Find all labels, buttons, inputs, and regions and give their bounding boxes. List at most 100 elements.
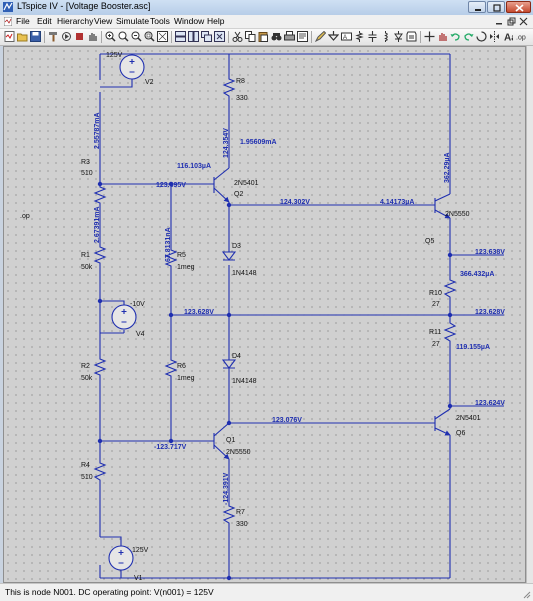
- resistor-r4[interactable]: [93, 459, 107, 484]
- annotation-q5-collector-current: 362.29µA: [444, 153, 451, 184]
- toolbar-separator: [101, 31, 102, 43]
- v4-value-label: -10V: [130, 301, 145, 308]
- resistor-r11[interactable]: [443, 318, 457, 348]
- menu-window[interactable]: Window: [174, 16, 205, 26]
- toolbar-separator: [228, 31, 229, 43]
- resistor-r7[interactable]: [222, 502, 236, 530]
- resize-grip-icon[interactable]: [521, 589, 531, 599]
- r3-name-label: R3: [81, 159, 90, 166]
- resistor-r5[interactable]: [164, 247, 178, 269]
- inductor-icon[interactable]: [380, 31, 391, 42]
- text-icon[interactable]: Aa: [502, 31, 513, 43]
- transistor-q6[interactable]: [434, 408, 450, 435]
- move-hand-icon[interactable]: [424, 31, 435, 42]
- v1-value-label: 125V: [132, 547, 149, 554]
- diode-icon[interactable]: [393, 31, 404, 42]
- op-directive[interactable]: .op: [20, 213, 30, 220]
- zoom-in-icon[interactable]: [105, 31, 116, 42]
- mdi-restore-icon[interactable]: [507, 17, 516, 26]
- print-preview-icon[interactable]: [297, 31, 308, 42]
- cascade-icon[interactable]: [201, 31, 212, 42]
- resistor-r2[interactable]: [93, 356, 107, 378]
- voltage-source-v2[interactable]: [100, 54, 145, 88]
- run-icon[interactable]: [61, 31, 72, 42]
- r8-name-label: R8: [236, 78, 245, 85]
- zoom-out-icon[interactable]: [131, 31, 142, 42]
- menu-hierarchy[interactable]: Hierarchy: [57, 16, 94, 26]
- q2-name-label: Q2: [234, 191, 243, 198]
- diode-d3[interactable]: [221, 251, 237, 261]
- maximize-button[interactable]: [487, 1, 505, 13]
- mdi-minimize-icon[interactable]: [495, 17, 504, 26]
- transistor-q5[interactable]: [434, 193, 450, 218]
- label-net-icon[interactable]: A: [341, 31, 352, 42]
- status-bar: This is node N001. DC operating point: V…: [0, 583, 533, 601]
- capacitor-icon[interactable]: [367, 31, 378, 42]
- hammer-icon[interactable]: [48, 31, 59, 42]
- save-icon[interactable]: [30, 31, 41, 42]
- schematic-document-icon: [4, 17, 12, 26]
- pan-hand-icon[interactable]: [87, 31, 98, 42]
- resistor-r3[interactable]: [93, 184, 107, 205]
- component-icon[interactable]: [406, 31, 417, 42]
- annotation-q6-voltage: 123.624V: [475, 400, 505, 407]
- zoom-fit-icon[interactable]: [144, 31, 155, 42]
- resistor-r10[interactable]: [443, 276, 457, 305]
- resistor-r1[interactable]: [93, 244, 107, 265]
- menu-help[interactable]: Help: [207, 16, 225, 26]
- q5-model-label: 2N5550: [445, 211, 470, 218]
- wire-outputs: [450, 254, 504, 407]
- transistor-q1[interactable]: [209, 422, 229, 459]
- junction-dot: [226, 202, 232, 208]
- resistor-r8[interactable]: [222, 75, 236, 103]
- r2-name-label: R2: [81, 363, 90, 370]
- close-button[interactable]: [506, 1, 531, 13]
- copy-icon[interactable]: [245, 31, 256, 42]
- resistor-r6[interactable]: [164, 357, 178, 379]
- redo-icon[interactable]: [463, 31, 474, 42]
- toolbar-separator: [420, 31, 421, 43]
- tile-horizontal-icon[interactable]: [175, 31, 186, 42]
- paste-icon[interactable]: [258, 31, 269, 42]
- open-folder-icon[interactable]: [17, 31, 28, 42]
- drag-hand-icon[interactable]: [437, 31, 448, 42]
- menu-view[interactable]: View: [94, 16, 113, 26]
- spice-directive-icon[interactable]: .op: [516, 31, 527, 42]
- annotation-q2-emitter-voltage: 124.302V: [280, 199, 310, 206]
- menu-simulate[interactable]: Simulate: [116, 16, 150, 26]
- voltage-source-v1[interactable]: [100, 536, 134, 578]
- print-icon[interactable]: [284, 31, 295, 42]
- minimize-button[interactable]: [468, 1, 486, 13]
- new-schematic-icon[interactable]: [4, 31, 15, 42]
- circuit-wires: [99, 53, 504, 579]
- d4-model-label: 1N4148: [232, 378, 257, 385]
- rotate-icon[interactable]: [476, 31, 487, 42]
- undo-icon[interactable]: [450, 31, 461, 42]
- r8-value-label: 330: [236, 95, 248, 102]
- resistor-icon[interactable]: [354, 31, 365, 42]
- junction-dot: [168, 181, 174, 187]
- zoom-pan-icon[interactable]: [118, 31, 129, 42]
- close-windows-icon[interactable]: [214, 31, 225, 42]
- annotation-output-voltage-2: 123.628V: [475, 309, 505, 316]
- menu-edit[interactable]: Edit: [37, 16, 52, 26]
- junction-dots: [97, 181, 453, 581]
- mirror-icon[interactable]: [489, 31, 500, 42]
- ground-icon[interactable]: [328, 31, 339, 42]
- diode-d4[interactable]: [221, 359, 237, 373]
- wire-pencil-icon[interactable]: [315, 31, 326, 42]
- op-annotations: 2.55787mA 2.67391mA 124.354V 1.95609mA 1…: [94, 112, 505, 505]
- find-binoculars-icon[interactable]: [271, 31, 282, 42]
- menu-file[interactable]: File: [16, 16, 30, 26]
- ltspice-app-icon: [3, 2, 13, 12]
- halt-icon[interactable]: [74, 31, 85, 42]
- schematic-canvas[interactable]: 125V V2 R8 330 R3 510 2N5401 Q2 .op R1 5…: [3, 46, 526, 583]
- transistor-q2[interactable]: [208, 167, 229, 202]
- cut-icon[interactable]: [232, 31, 243, 42]
- menu-tools[interactable]: Tools: [150, 16, 170, 26]
- voltage-source-v4[interactable]: [111, 304, 137, 330]
- mdi-close-icon[interactable]: [519, 17, 528, 26]
- vertical-scrollbar[interactable]: [526, 46, 533, 583]
- zoom-full-icon[interactable]: [157, 31, 168, 42]
- tile-vertical-icon[interactable]: [188, 31, 199, 42]
